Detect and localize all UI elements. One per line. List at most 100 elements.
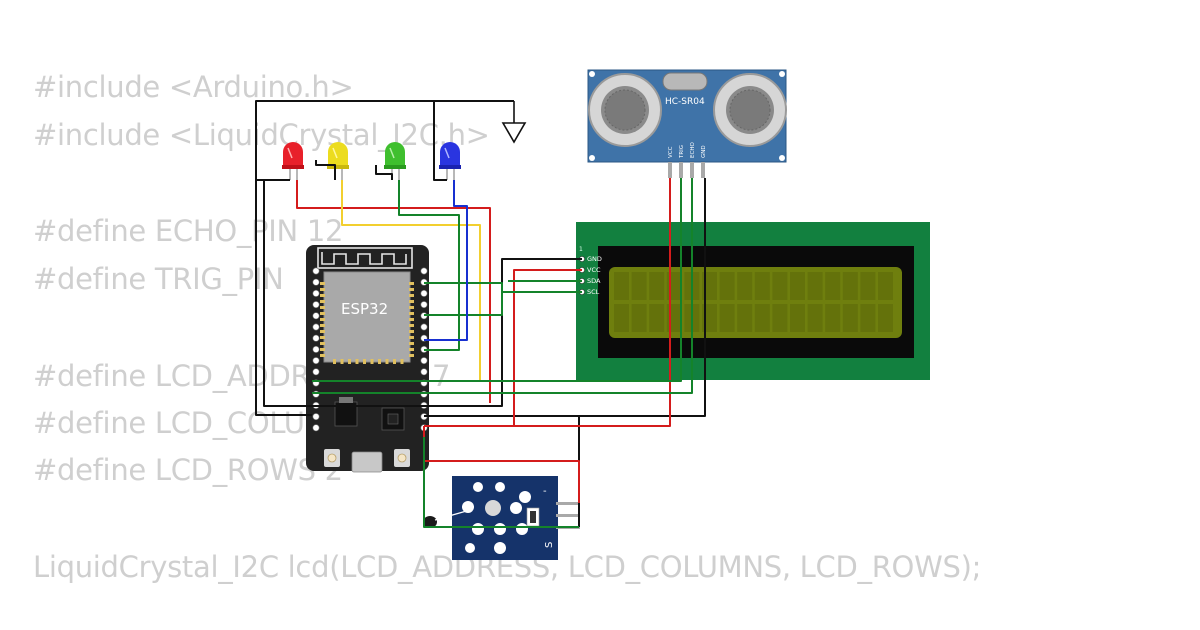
ultrasonic-pin-legs <box>668 162 705 178</box>
lcd-char-cell <box>842 304 858 332</box>
esp32-pin <box>420 289 428 297</box>
esp32-module-pads <box>320 282 414 364</box>
code-line-define-trig: #define TRIG_PIN <box>33 262 284 296</box>
code-line-define-lcd-addr: #define LCD_ADDR <box>33 359 311 393</box>
wire-ground-led-yellow <box>315 160 336 180</box>
esp32-module-pad <box>320 342 325 345</box>
lcd-char-cell <box>807 304 823 332</box>
esp32-pin <box>312 334 320 342</box>
esp32-pin <box>312 357 320 365</box>
esp32-pin <box>312 413 320 421</box>
lcd-char-grid <box>614 272 893 332</box>
esp32-pin <box>312 267 320 275</box>
esp32-module-pad <box>393 359 396 364</box>
ultrasonic-sensor[interactable]: HC-SR04 VCC TRIG ECHO GND <box>587 69 787 178</box>
esp32-module-pad <box>363 359 366 364</box>
esp32-module-pad <box>409 306 414 309</box>
esp32-module-pad <box>355 359 359 364</box>
wire-blue-led-signal <box>424 180 468 341</box>
lcd-char-cell <box>860 304 876 332</box>
esp32-module-pad <box>409 312 414 315</box>
esp32-pin <box>420 267 428 275</box>
lcd-pin-gnd-label: GND <box>587 255 602 263</box>
lcd-char-cell <box>737 304 753 332</box>
blue-led[interactable] <box>439 142 461 180</box>
esp32-antenna-outline <box>317 247 413 269</box>
esp32-module-pad <box>385 359 389 364</box>
wire-ground-led-blue <box>433 101 447 181</box>
lcd-char-cell <box>754 304 770 332</box>
esp32-module-pad <box>409 288 414 291</box>
esp32-board[interactable]: ESP32 <box>306 245 429 473</box>
esp32-module-pad <box>409 318 414 321</box>
lcd-module[interactable]: 1 GND VCC SDA SCL <box>576 222 930 380</box>
esp32-module-pad <box>320 306 325 309</box>
esp32-pin <box>312 424 320 432</box>
code-fragment-7: 7 <box>432 359 451 393</box>
wires <box>255 100 706 528</box>
wire-ground-led-red <box>255 100 514 181</box>
esp32-module-shield <box>323 271 411 363</box>
esp32-module-pad <box>320 354 325 357</box>
esp32-module-pad <box>320 294 325 297</box>
ultrasonic-label: HC-SR04 <box>665 97 705 107</box>
sensor-module-pin-s-label: S <box>544 542 555 548</box>
esp32-module-pad <box>409 294 414 297</box>
esp32-label: ESP32 <box>341 300 388 318</box>
wire-red-led-signal <box>296 180 491 403</box>
wire-ground-esp-left <box>255 180 312 416</box>
red-led[interactable] <box>282 142 304 180</box>
esp32-module-pad <box>340 359 344 364</box>
esp32-pin <box>420 390 428 398</box>
esp32-module-pad <box>409 336 414 339</box>
esp32-module-pad <box>320 300 325 303</box>
lcd-char-cell <box>649 304 665 332</box>
ultrasonic-transducer-left <box>588 73 662 147</box>
code-line-include-lcd: #include <LiquidCrystal_I2C.h> <box>33 118 490 152</box>
lcd-char-cell <box>754 272 770 300</box>
wire-ultrasonic-trig <box>312 178 682 382</box>
esp32-module-pad <box>333 359 336 364</box>
lcd-char-cell <box>719 272 735 300</box>
lcd-pin-vcc-label: VCC <box>587 266 601 274</box>
lcd-char-cell <box>772 272 788 300</box>
esp32-module-pad <box>320 336 325 339</box>
lcd-char-cell <box>878 304 893 332</box>
lcd-pin-scl-label: SCL <box>587 288 600 296</box>
lcd-pin-one-label: 1 <box>579 246 583 253</box>
esp32-module-pad <box>370 359 374 364</box>
esp32-module-pad <box>348 359 351 364</box>
ground-symbol <box>501 101 527 144</box>
wire-ultrasonic-vcc <box>514 178 671 427</box>
lcd-char-cell <box>614 272 629 300</box>
esp32-pin <box>312 278 320 286</box>
esp32-pin <box>312 301 320 309</box>
esp32-pin <box>312 312 320 320</box>
lcd-char-cell <box>719 304 735 332</box>
code-line-include-arduino: #include <Arduino.h> <box>33 70 354 104</box>
wire-lcd-gnd <box>263 180 582 407</box>
usb-port <box>351 451 383 473</box>
yellow-led[interactable] <box>327 142 349 180</box>
esp32-module-pad <box>320 312 325 315</box>
esp32-module-pad <box>378 359 381 364</box>
ultrasonic-transducer-right <box>713 73 787 147</box>
esp32-pin <box>420 323 428 331</box>
wire-lcd-sda-loop <box>424 282 503 316</box>
sensor-module[interactable]: - S <box>423 476 580 560</box>
lcd-char-cell <box>614 304 629 332</box>
lcd-char-cell <box>825 304 841 332</box>
esp32-module-pad <box>409 342 414 345</box>
esp32-module-pad <box>409 348 414 351</box>
lcd-char-cell <box>631 272 647 300</box>
ultrasonic-pin-vcc-label: VCC <box>668 146 674 158</box>
wire-ultrasonic-echo <box>312 178 693 394</box>
wire-lcd-vcc <box>424 269 582 427</box>
esp32-module-pad <box>409 324 414 327</box>
lcd-pin-sda-label: SDA <box>587 277 601 285</box>
esp32-pin <box>312 345 320 353</box>
lcd-char-cell <box>649 272 665 300</box>
lcd-char-cell <box>860 272 876 300</box>
